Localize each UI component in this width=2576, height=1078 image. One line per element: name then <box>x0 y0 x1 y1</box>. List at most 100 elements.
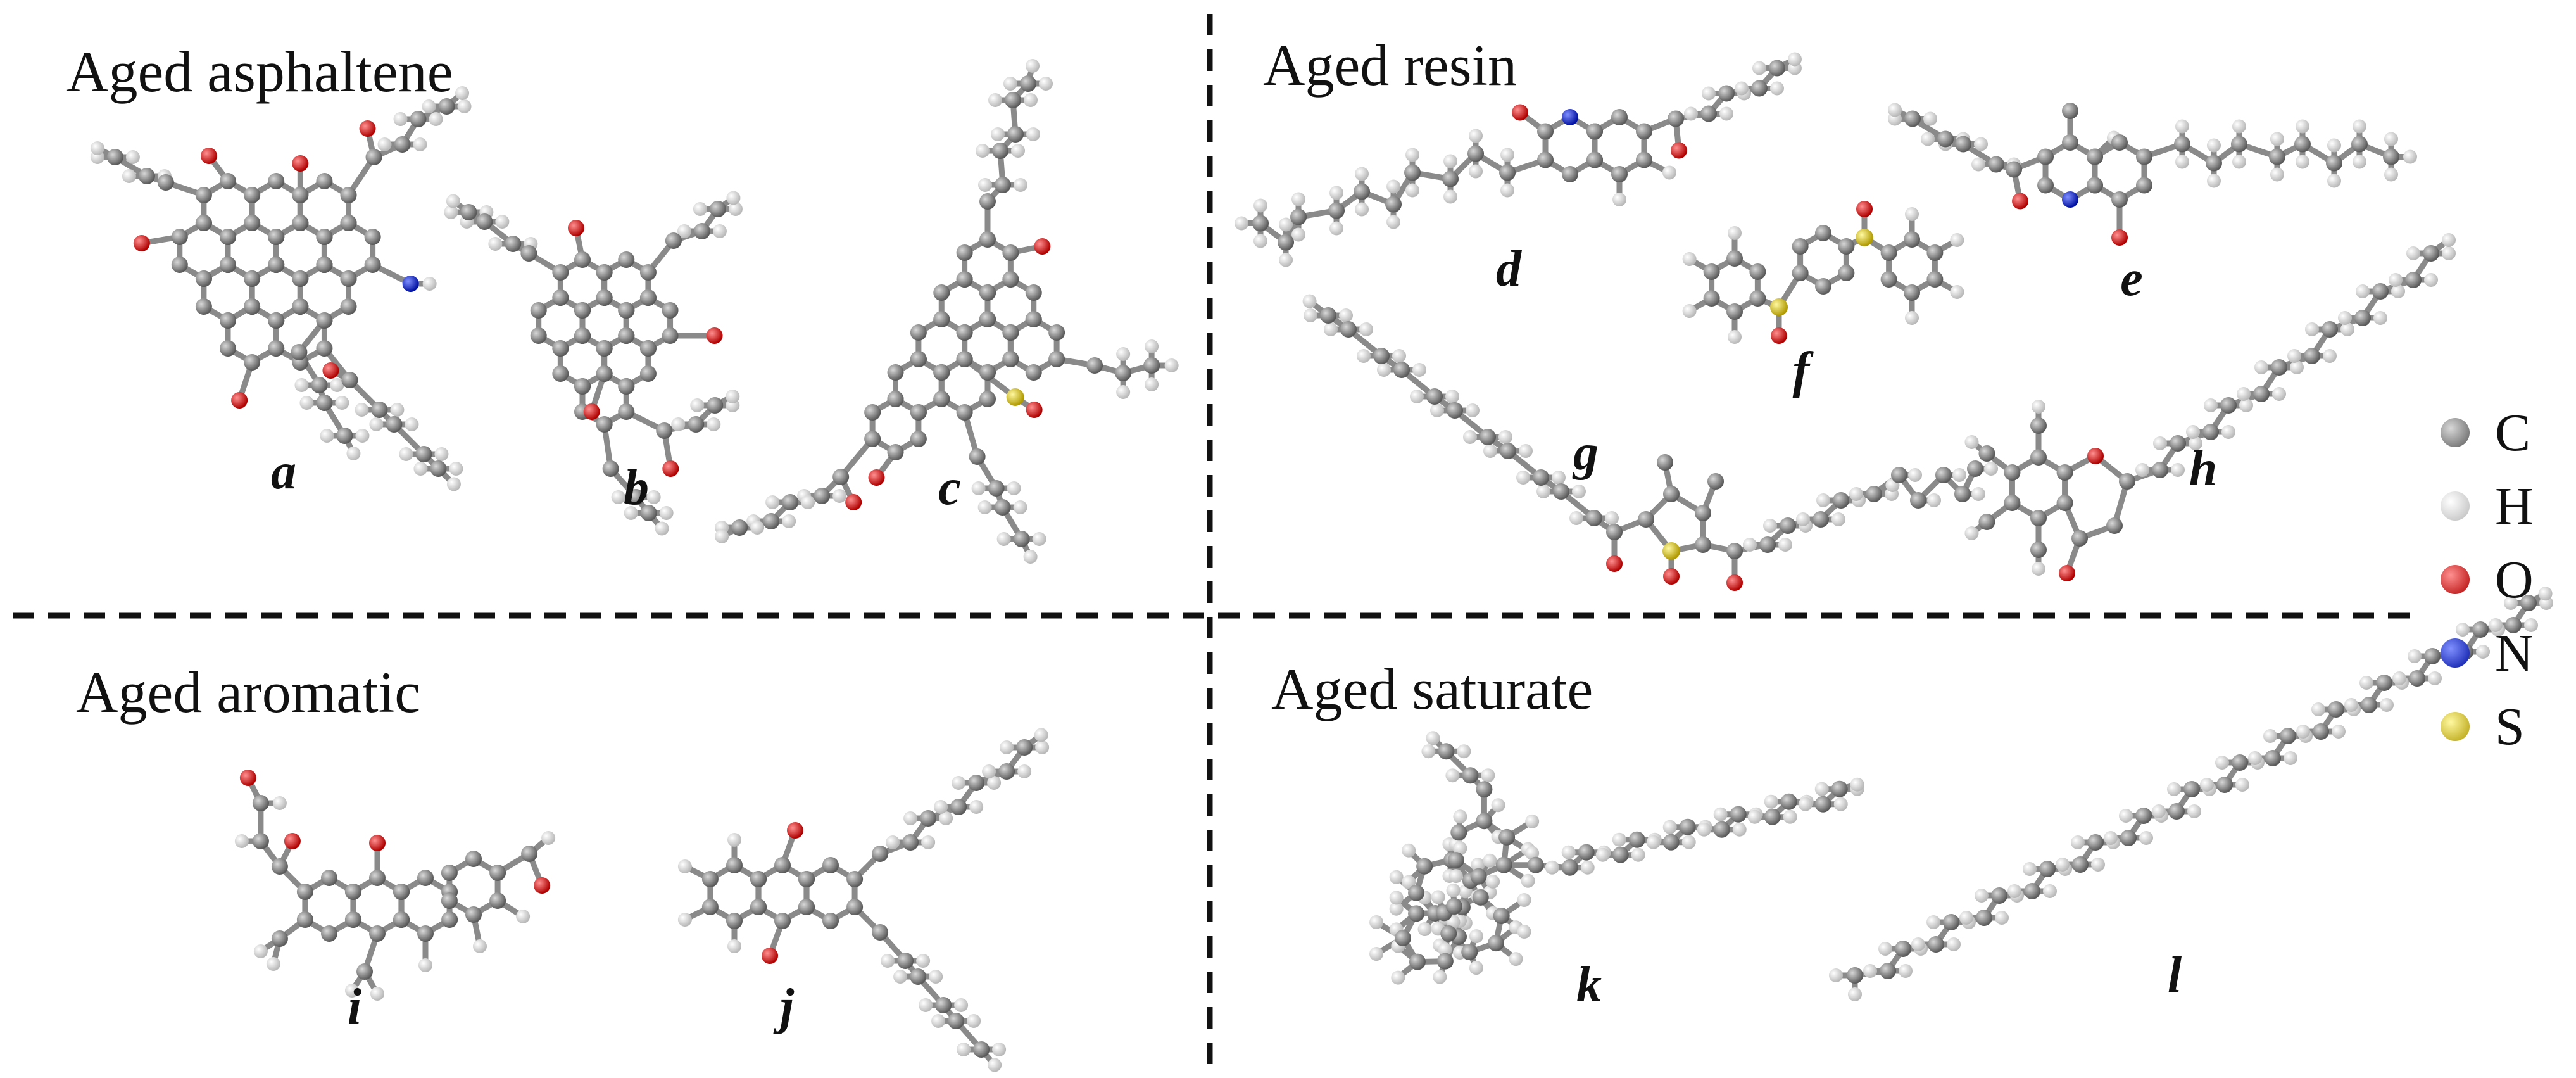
hydrogen-atom <box>2104 831 2118 845</box>
carbon-atom <box>1328 202 1345 219</box>
oxygen-atom <box>845 494 862 510</box>
carbon-atom <box>1393 362 1410 378</box>
carbon-atom <box>344 884 361 900</box>
carbon-atom <box>639 365 657 382</box>
carbon-atom <box>316 257 333 273</box>
carbon-atom <box>2322 321 2338 338</box>
carbon-atom <box>979 364 996 381</box>
oxygen-atom <box>2111 229 2128 246</box>
oxygen-atom <box>868 469 885 486</box>
carbon-atom <box>1476 781 1493 798</box>
hydrogen-atom <box>1971 157 1986 172</box>
hydrogen-atom <box>2352 119 2366 134</box>
legend-item-nitrogen: N <box>2441 616 2567 690</box>
hydrogen-atom <box>1778 538 1792 552</box>
carbon-atom <box>998 763 1015 780</box>
hydrogen-atom <box>1683 106 1698 121</box>
carbon-atom <box>1373 348 1390 364</box>
label-k: k <box>1576 957 1602 1013</box>
hydrogen-atom <box>1569 511 1583 525</box>
carbon-atom <box>574 327 591 344</box>
carbon-atom <box>1695 536 1711 553</box>
hydrogen-atom <box>1911 937 1925 951</box>
carbon-atom <box>1278 234 1295 251</box>
hydrogen-atom <box>1355 202 1369 217</box>
oxygen-atom <box>1856 201 1873 217</box>
hydrogen-atom <box>921 835 936 849</box>
legend-item-hydrogen: H <box>2441 469 2567 543</box>
hydrogen-atom <box>1959 911 1973 925</box>
label-a: a <box>271 444 296 500</box>
molecule-j <box>677 728 1050 1072</box>
hydrogen-atom <box>2392 671 2406 685</box>
carbon-atom <box>1500 443 1516 459</box>
oxygen-atom <box>1771 327 1787 344</box>
carbon-atom <box>1718 85 1735 102</box>
carbon-atom <box>1025 364 1042 381</box>
hydrogen-atom <box>2344 698 2358 712</box>
hydrogen-atom <box>1697 822 1711 837</box>
carbon-atom <box>887 444 904 460</box>
sulfur-atom-icon <box>2441 712 2470 741</box>
hydrogen-atom <box>1662 820 1677 834</box>
hydrogen-atom <box>988 1058 1002 1072</box>
hydrogen-atom <box>1145 339 1159 353</box>
carbon-atom <box>822 913 839 929</box>
carbon-atom <box>1749 263 1766 280</box>
hydrogen-atom <box>1848 987 1862 1001</box>
carbon-atom <box>1880 963 1896 979</box>
hydrogen-atom <box>2287 349 2301 363</box>
carbon-atom <box>1007 126 1024 143</box>
carbon-atom <box>596 416 613 433</box>
carbon-atom <box>441 911 458 928</box>
carbon-atom <box>1476 813 1493 830</box>
carbon-atom <box>1472 889 1489 906</box>
carbon-atom <box>2424 648 2441 664</box>
carbon-atom <box>1408 905 1425 922</box>
carbon-atom <box>1611 166 1628 182</box>
hydrogen-atom <box>1359 322 1373 336</box>
hydrogen-atom <box>1339 308 1353 322</box>
carbon-atom <box>1499 164 1516 181</box>
hydrogen-atom <box>516 910 531 923</box>
oxygen-atom <box>2012 193 2029 210</box>
legend-item-carbon: C <box>2441 396 2567 469</box>
carbon-atom <box>2135 177 2152 194</box>
carbon-atom <box>1404 164 1421 181</box>
carbon-atom <box>1002 271 1019 288</box>
oxygen-atom <box>239 770 256 786</box>
oxygen-atom <box>762 948 778 964</box>
carbon-atom <box>1749 290 1766 307</box>
carbon-atom <box>2183 781 2200 797</box>
hydrogen-atom <box>2428 671 2442 685</box>
carbon-atom <box>2120 830 2137 846</box>
molecule-g <box>1302 294 1998 591</box>
hydrogen-atom <box>1491 798 1505 813</box>
hydrogen-atom <box>1816 493 1830 507</box>
hydrogen-atom <box>1974 137 1989 151</box>
hydrogen-atom <box>2007 884 2021 898</box>
carbon-atom <box>1537 123 1554 140</box>
hydrogen-atom <box>1014 178 1027 192</box>
hydrogen-atom <box>1446 883 1461 897</box>
carbon-atom <box>1891 467 1907 483</box>
carbon-atom <box>292 298 309 315</box>
carbon-atom <box>782 494 799 510</box>
carbon-atom <box>340 187 357 203</box>
hydrogen-atom <box>422 277 437 291</box>
hydrogen-atom <box>916 954 931 968</box>
oxygen-atom <box>284 833 301 849</box>
carbon-atom <box>244 270 261 287</box>
carbon-atom <box>1838 265 1855 281</box>
sulfur-atom <box>1856 229 1873 246</box>
carbon-atom <box>920 810 937 827</box>
carbon-atom <box>1016 739 1033 756</box>
hydrogen-atom <box>1253 234 1268 248</box>
hydrogen-atom <box>1145 377 1159 391</box>
carbon-atom <box>2170 435 2186 452</box>
hydrogen-atom <box>2043 884 2057 898</box>
hydrogen-atom <box>934 800 948 814</box>
carbon-atom <box>340 270 357 287</box>
carbon-atom <box>2024 883 2040 899</box>
oxygen-atom <box>1726 574 1743 591</box>
